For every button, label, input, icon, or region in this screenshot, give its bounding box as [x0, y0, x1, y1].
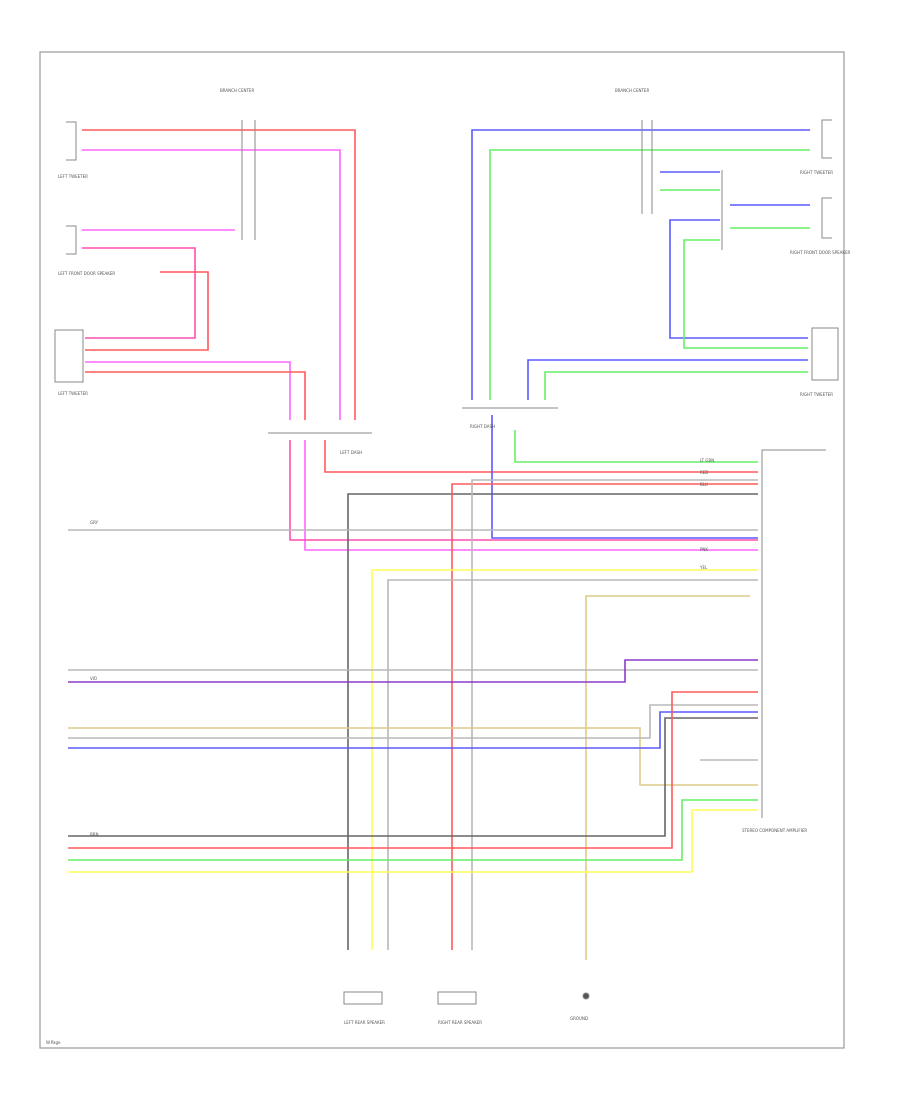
wire-green-36 — [68, 799, 758, 861]
label-right-tweeter: RIGHT TWEETER — [800, 170, 833, 175]
wire-magenta-1 — [82, 149, 341, 420]
wire-blue-18 — [527, 359, 808, 400]
label-right-top-connector: BRANCH CENTER — [615, 88, 649, 93]
wire-label-red: RED — [700, 470, 708, 475]
wire-red-6 — [85, 371, 306, 420]
wire-gray-32 — [68, 704, 758, 739]
wire-tan-31 — [68, 727, 758, 786]
wire-tan-27 — [585, 595, 750, 960]
footer-code: W.Page — [46, 1040, 61, 1045]
left-tweeter-lower-connector — [54, 329, 84, 383]
wire-label-pnk: PNK — [700, 547, 708, 552]
wire-label-yel: YEL — [699, 565, 708, 570]
wire-blue-20 — [491, 415, 758, 539]
labels-layer: BRANCH CENTER BRANCH CENTER LEFT TWEETER… — [46, 88, 851, 1045]
wire-label-lt-grn: LT GRN — [700, 458, 714, 463]
right-rear-speaker-connector — [437, 991, 477, 1005]
label-left-top-connector: BRANCH CENTER — [220, 88, 254, 93]
wire-red-0 — [82, 129, 356, 420]
label-right-tweeter-lower: RIGHT TWEETER — [800, 392, 833, 397]
wire-blue-16 — [669, 219, 808, 339]
label-left-tweeter-lower: LEFT TWEETER — [58, 391, 88, 396]
wire-red-35 — [68, 691, 758, 849]
wire-label-gry: GRY — [90, 520, 99, 525]
label-right-joint: RIGHT DASH — [470, 424, 495, 429]
label-left-joint: LEFT DASH — [340, 450, 362, 455]
wire-blue-10 — [471, 129, 810, 400]
wire-pink-9 — [289, 440, 758, 541]
wire-red-7 — [324, 440, 758, 473]
wire-green-17 — [683, 239, 808, 349]
wire-gray-24 — [471, 479, 758, 950]
label-right-rear-speaker: RIGHT REAR SPEAKER — [438, 1020, 482, 1025]
label-ground: GROUND — [570, 1016, 588, 1021]
wire-purple-30 — [68, 659, 758, 683]
wire-green-21 — [514, 430, 758, 463]
left-door-speaker-connector — [66, 225, 77, 255]
label-left-rear-speaker: LEFT REAR SPEAKER — [344, 1020, 385, 1025]
wire-darkgray-22 — [347, 493, 758, 950]
wire-yellow-25 — [371, 569, 758, 950]
wire-magenta-8 — [304, 440, 758, 551]
wire-label-brn: BRN — [90, 832, 99, 837]
diagram-frame — [39, 51, 845, 1049]
wire-green-11 — [489, 149, 810, 400]
left-rear-speaker-connector — [343, 991, 383, 1005]
stereo-amplifier-box — [761, 449, 826, 818]
wire-yellow-37 — [68, 809, 758, 873]
wire-magenta-5 — [85, 361, 291, 420]
right-tweeter-connector — [821, 119, 832, 159]
label-right-door-speaker: RIGHT FRONT DOOR SPEAKER — [790, 250, 851, 255]
wire-red-4 — [85, 271, 209, 351]
wires-layer — [68, 129, 810, 960]
components-layer — [54, 119, 839, 1005]
wire-gray-26 — [387, 579, 758, 950]
right-tweeter-lower-connector — [811, 327, 839, 381]
left-tweeter-connector — [66, 121, 77, 161]
wire-label-blu: BLU — [700, 482, 708, 487]
wire-pink-3 — [82, 247, 196, 339]
wire-blue-33 — [68, 711, 758, 749]
label-stereo-unit: STEREO COMPONENT AMPLIFIER — [742, 828, 807, 833]
label-left-door-speaker: LEFT FRONT DOOR SPEAKER — [58, 271, 115, 276]
ground-symbol — [582, 992, 590, 1000]
wire-label-vio: VIO — [90, 676, 97, 681]
wire-darkgray-34 — [68, 717, 758, 837]
wire-green-19 — [544, 371, 808, 400]
label-left-tweeter: LEFT TWEETER — [58, 174, 88, 179]
right-door-speaker-connector — [821, 197, 832, 239]
wire-red-23 — [451, 483, 758, 950]
